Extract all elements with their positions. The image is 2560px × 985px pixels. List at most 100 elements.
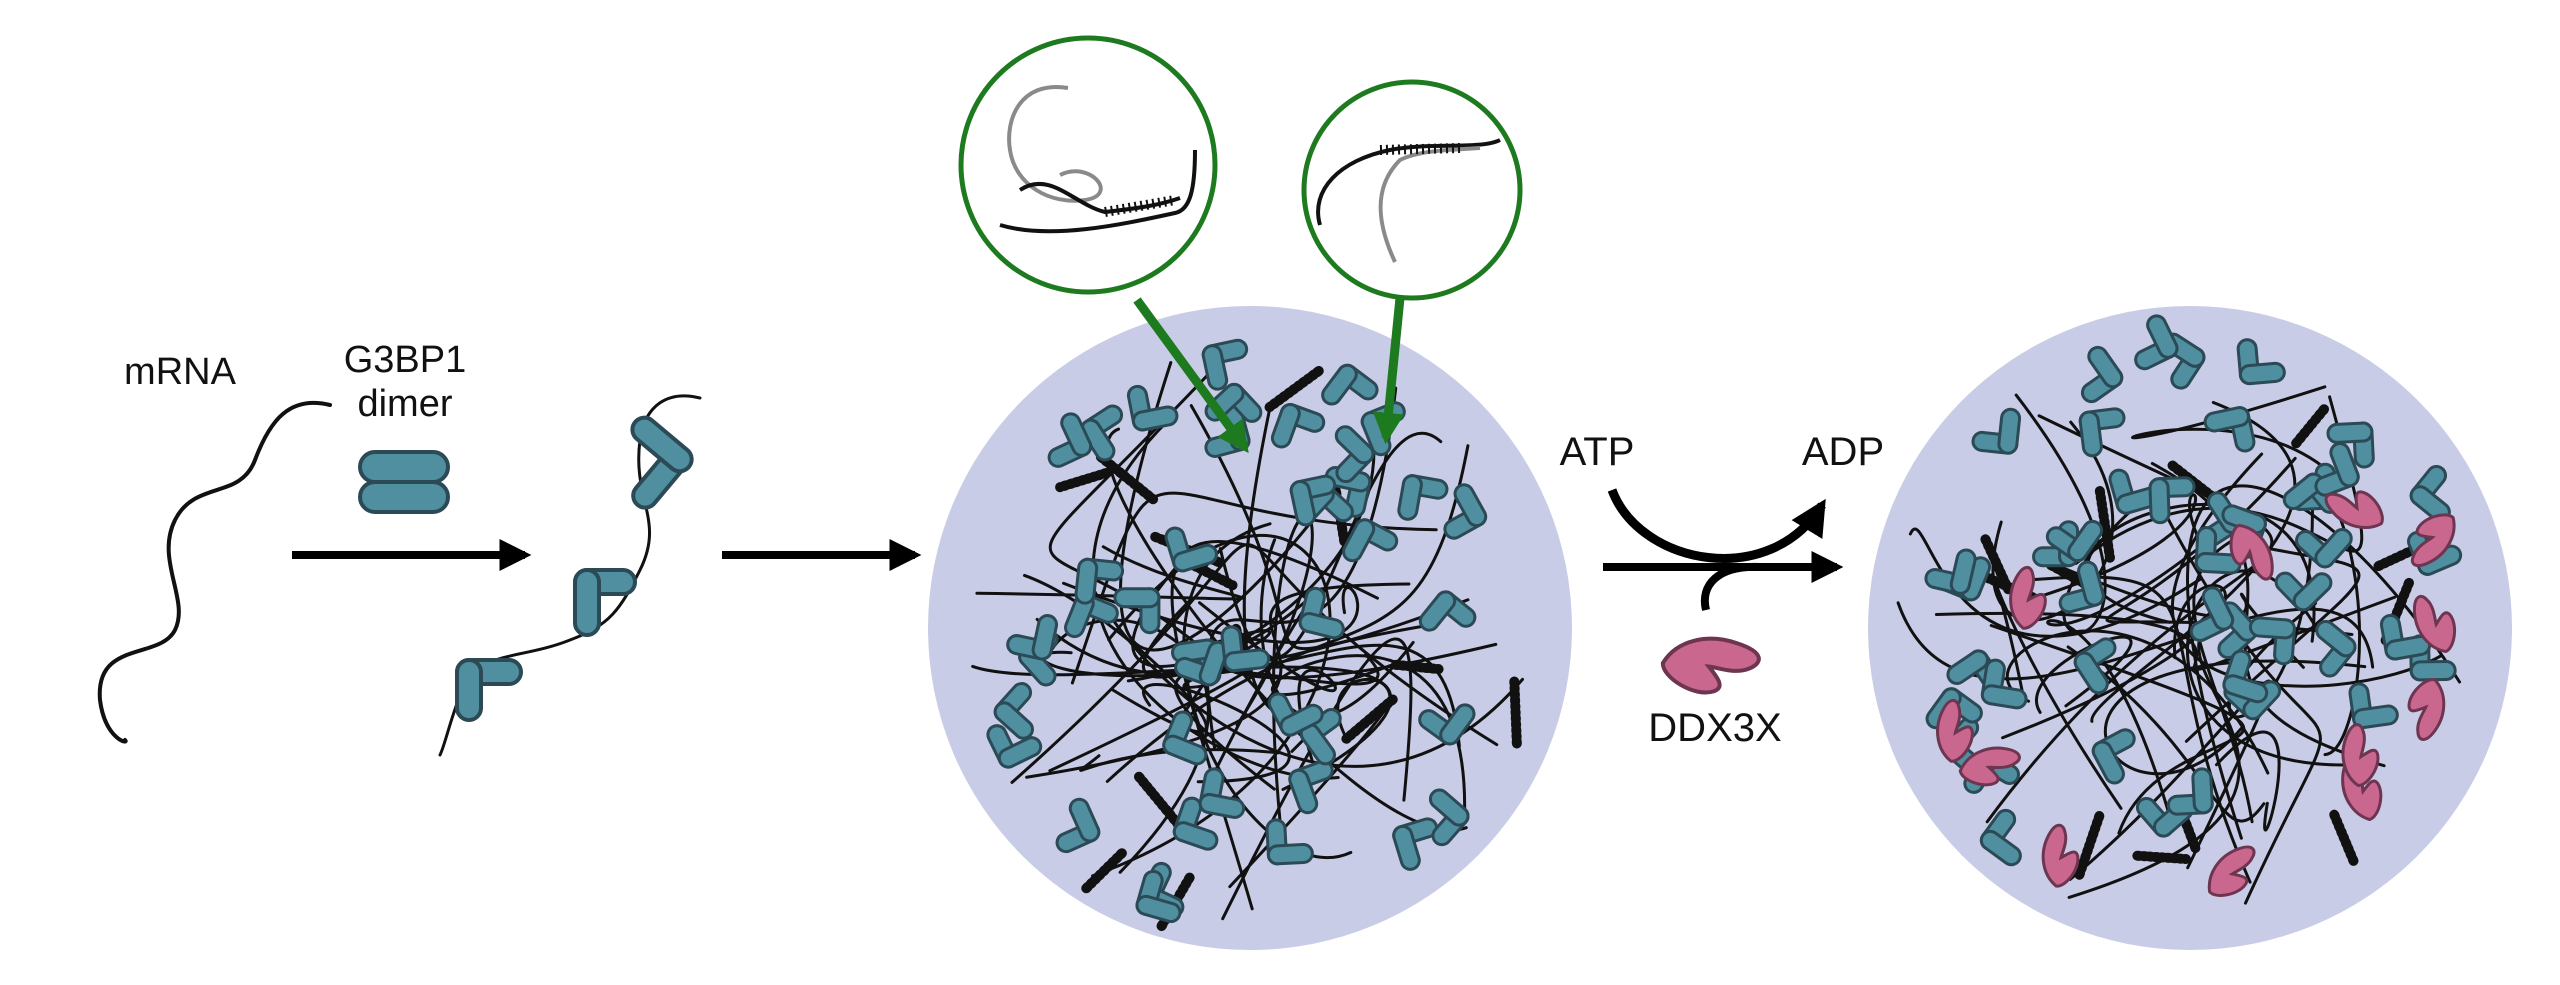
g3bp1-dimer-icon — [1289, 474, 1337, 527]
g3bp1-dimer-icon — [1265, 818, 1314, 866]
rna-strand — [2131, 385, 2344, 486]
rna-strand — [1270, 654, 1466, 824]
mrna-label: mRNA — [124, 351, 237, 393]
g3bp1-dimer-icon — [1980, 658, 2028, 710]
bound-g3bp1-icon — [630, 415, 694, 510]
g3bp1-dimer-icon — [1428, 788, 1470, 847]
g3bp1-dimer-icon — [1971, 407, 2022, 455]
ddx3x-icon — [1936, 698, 1974, 763]
rna-duplex — [1055, 468, 1112, 493]
ddx3x-icon — [2413, 594, 2457, 654]
adp-label: ADP — [1802, 430, 1884, 474]
rna-duplex — [1264, 366, 1324, 413]
rna-duplex — [2329, 809, 2360, 868]
rna-strand — [1908, 527, 2203, 638]
g3bp1-dimer-icon — [2379, 613, 2432, 661]
g3bp1-dimer-icon — [1397, 474, 1449, 521]
g3bp1-dimer-icon — [2326, 421, 2375, 469]
g3bp1-dimer-icon — [2091, 728, 2136, 785]
rna-strand — [2090, 400, 2297, 723]
rna-duplex — [2094, 486, 2115, 563]
bound-g3bp1-icon — [455, 658, 523, 722]
g3bp1-dimer-icon — [2248, 616, 2296, 666]
rna-duplex — [2073, 811, 2105, 882]
helicase-entry-curve — [1700, 562, 1761, 611]
rna-duplex — [2132, 850, 2191, 865]
g3bp1-dimer-icon — [2348, 682, 2399, 730]
zoom-arrow-left — [1133, 297, 1249, 454]
ddx3x-icon — [2009, 565, 2047, 630]
ddx3x-label: DDX3X — [1648, 706, 1781, 750]
rna-strand — [2038, 493, 2205, 598]
rna-strand — [2214, 730, 2281, 832]
g3bp1-dimer-icon — [1055, 797, 1101, 854]
g3bp1-dimer-icon — [1172, 796, 1219, 851]
g3bp1-dimer-icon — [2409, 464, 2451, 523]
g3bp1-dimer-icon — [2315, 619, 2357, 678]
atp-hydrolysis-arrow — [1607, 488, 1826, 563]
g3bp1-dimer-icon — [2295, 528, 2353, 569]
g3bp1-dimer-icon — [2080, 345, 2124, 404]
g3bp1-dimer-icon — [1324, 466, 1372, 518]
condensate-after — [1868, 306, 2512, 950]
g3bp1-dimer-icon — [1006, 614, 1059, 661]
dimer-label: dimer — [357, 383, 452, 425]
g3bp1-dimer-icon — [2314, 442, 2360, 497]
rna-strand — [1119, 361, 1337, 652]
mrna-with-g3bp1 — [438, 394, 702, 757]
rna-strand — [2046, 527, 2225, 831]
g3bp1-dimer-icon — [1126, 384, 1179, 432]
g3bp1-dimer-icon — [2194, 526, 2242, 575]
g3bp1-dimer-icon — [1174, 640, 1229, 687]
zoom-inset-left — [958, 35, 1218, 295]
g3bp1-dimer-icon — [1047, 412, 1093, 468]
g3bp1-dimer-icon — [2045, 519, 2104, 563]
g3bp1-dimer-icon — [2148, 476, 2196, 525]
g3bp1-dimer-icon — [1201, 338, 1249, 391]
ddx3x-icon — [2041, 823, 2080, 888]
g3bp1-dimer-icon — [358, 450, 450, 514]
g3bp1-dimer-icon — [1321, 363, 1379, 406]
g3bp1-dimer-icon — [1924, 548, 1977, 595]
ddx3x-icon — [2410, 513, 2456, 568]
g3bp1-dimer-icon — [1334, 425, 1375, 484]
ddx3x-icon — [2324, 490, 2384, 529]
g3bp1-dimer-icon — [2166, 767, 2214, 816]
g3bp1-dimer-icon — [1162, 710, 1208, 766]
g3bp1-label: G3BP1 — [344, 339, 467, 381]
rna-strand — [1228, 701, 1391, 889]
zoom-inset-right — [1301, 79, 1523, 301]
g3bp1-dimer-icon — [993, 682, 1034, 740]
rna-duplex — [1390, 659, 1444, 675]
g3bp1-dimer-icon — [2222, 649, 2269, 704]
g3bp1-dimer-icon — [1198, 767, 1246, 819]
g3bp1-dimer-icon — [1418, 703, 1476, 746]
rna-strand — [2323, 505, 2362, 757]
g3bp1-dimer-icon — [1080, 404, 1124, 462]
g3bp1-dimer-icon — [2058, 560, 2105, 614]
rna-strand — [1091, 411, 1340, 780]
g3bp1-dimer-icon — [1164, 526, 1218, 573]
g3bp1-dimer-icon — [1342, 518, 1399, 563]
g3bp1-dimer-icon — [1220, 625, 1271, 673]
rna-duplex — [1509, 676, 1522, 750]
g3bp1-dimer-icon — [1288, 759, 1334, 815]
rna-duplex — [1980, 534, 2014, 595]
g3bp1-dimer-icon — [986, 724, 1043, 769]
condensate-before — [928, 306, 1572, 950]
free-mrna — [97, 400, 332, 744]
g3bp1-dimer-icon — [2274, 571, 2333, 612]
g3bp1-dimer-icon — [1418, 590, 1477, 632]
g3bp1-dimer-icon — [1392, 817, 1439, 871]
rna-strand — [1934, 595, 2397, 671]
ddx3x-icon — [1660, 636, 1761, 695]
g3bp1-dimer-icon — [1135, 869, 1182, 924]
g3bp1-dimer-icon — [1979, 808, 2022, 867]
rna-strand — [1989, 623, 2246, 835]
g3bp1-dimer-icon — [2203, 406, 2256, 453]
g3bp1-dimer-icon — [1270, 402, 1326, 449]
ddx3x-icon — [1958, 746, 2021, 787]
ddx3x-icon — [2229, 523, 2274, 581]
g3bp1-dimer-icon — [1298, 586, 1345, 640]
